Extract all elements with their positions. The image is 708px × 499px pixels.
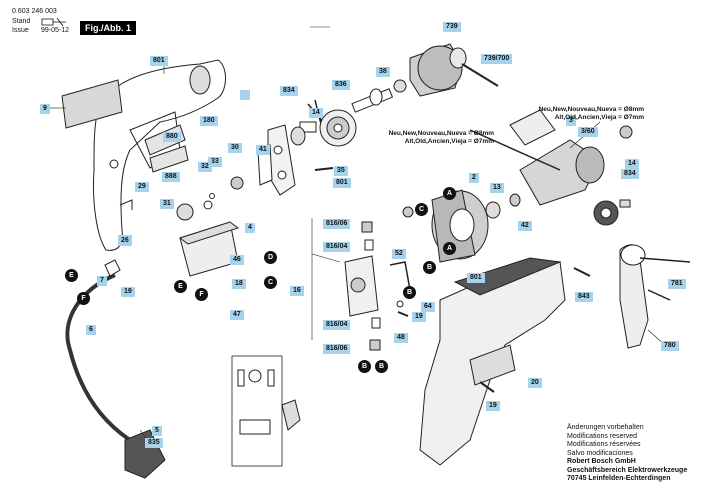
- footer-line: Salvo modificaciones: [567, 449, 633, 457]
- part-label: 47: [230, 310, 244, 320]
- part-label: 33: [208, 157, 222, 167]
- part-label: 3/60: [578, 127, 598, 137]
- part-label: 2: [469, 173, 479, 183]
- part-label: 18: [232, 279, 246, 289]
- part-label: 46: [230, 255, 244, 265]
- footer-notice: Änderungen vorbehalten Modifications res…: [567, 424, 687, 484]
- connector-callout: E: [174, 280, 187, 293]
- connector-callout: C: [264, 276, 277, 289]
- housing-shell: [93, 59, 226, 251]
- part-label: 739/700: [481, 54, 513, 64]
- part-label: 834: [621, 169, 639, 179]
- connector-callout: B: [375, 360, 388, 373]
- part-label: 180: [200, 116, 218, 126]
- part-label: 30: [228, 143, 242, 153]
- part-label: 836: [332, 80, 350, 90]
- connector-callout: C: [415, 203, 428, 216]
- issue-label: Issue: [12, 27, 29, 34]
- part-label: 801: [467, 273, 485, 283]
- part-label: 31: [160, 199, 174, 209]
- part-label: 14: [625, 159, 639, 169]
- part-label: 52: [392, 249, 406, 259]
- footer-division: Geschäftsbereich Elektrowerkzeuge: [567, 466, 688, 474]
- footer-company: Robert Bosch GmbH: [567, 458, 636, 465]
- part-label: 19: [121, 287, 135, 297]
- part-label: 64: [421, 302, 435, 312]
- doc-number: 0 603 246 003: [12, 8, 57, 15]
- issue-date: 99-05-12: [41, 27, 70, 34]
- part-label: 888: [162, 172, 180, 182]
- connector-callout: A: [443, 187, 456, 200]
- connector-callout: E: [65, 269, 78, 282]
- figure-label: Fig./Abb. 1: [80, 21, 136, 35]
- part-label: 5: [152, 426, 162, 436]
- part-label: 16: [290, 286, 304, 296]
- power-cord: [65, 273, 132, 442]
- footer-address: 70745 Leinfelden-Echterdingen: [567, 475, 671, 482]
- part-label: 14: [309, 108, 323, 118]
- part-label: 816/06: [323, 344, 351, 354]
- part-label: 32: [198, 162, 212, 172]
- version-note-new: Neu,New,Nouveau,Nueva = Ø8mm: [538, 106, 644, 113]
- part-label: 26: [118, 236, 132, 246]
- part-label: 42: [518, 221, 532, 231]
- footer-line: Modifications réservées: [567, 441, 641, 448]
- footer-line: Änderungen vorbehalten: [567, 424, 644, 431]
- part-label: 816/04: [323, 242, 351, 252]
- part-label: 801: [333, 178, 351, 188]
- part-label: 739: [443, 22, 461, 32]
- part-label: 816/06: [323, 219, 351, 229]
- part-label: 801: [150, 56, 168, 66]
- part-label: 7: [97, 276, 107, 286]
- connector-callout: A: [443, 242, 456, 255]
- version-note-new: Neu,New,Nouveau,Nueva = Ø8mm: [388, 130, 494, 137]
- stand-label: Stand: [12, 18, 31, 25]
- part-label: 19: [412, 312, 426, 322]
- label-plate: [61, 79, 123, 129]
- part-label: 835: [145, 438, 163, 448]
- connector-callout: F: [195, 288, 208, 301]
- connector-callout: F: [77, 292, 90, 305]
- revision-mark-icon: [41, 17, 66, 27]
- part-label: 13: [490, 183, 504, 193]
- part-label: 3: [566, 116, 576, 126]
- part-label: 35: [334, 166, 348, 176]
- connector-callout: D: [264, 251, 277, 264]
- part-label: 880: [163, 132, 181, 142]
- version-note-2: Neu,New,Nouveau,Nueva = Ø8mm Alt,Old,Anc…: [350, 130, 494, 146]
- part-label: 816/04: [323, 320, 351, 330]
- version-note-1: Neu,New,Nouveau,Nueva = Ø8mm Alt,Old,Anc…: [500, 106, 644, 122]
- color-swatch: [240, 90, 250, 100]
- connector-callout: B: [358, 360, 371, 373]
- part-label: 843: [575, 292, 593, 302]
- part-label: 9: [40, 104, 50, 114]
- version-note-old: Alt,Old,Ancien,Vieja = Ø7mm: [404, 138, 494, 145]
- connector-callout: B: [403, 286, 416, 299]
- part-label: 781: [668, 279, 686, 289]
- part-label: 41: [256, 145, 270, 155]
- part-label: 780: [661, 341, 679, 351]
- connector-callout: B: [423, 261, 436, 274]
- part-label: 6: [86, 325, 96, 335]
- part-label: 834: [280, 86, 298, 96]
- part-label: 38: [376, 67, 390, 77]
- footer-line: Modifications reserved: [567, 432, 638, 440]
- part-label: 4: [245, 223, 255, 233]
- part-label: 48: [394, 333, 408, 343]
- part-label: 19: [486, 401, 500, 411]
- version-note-old: Alt,Old,Ancien,Vieja = Ø7mm: [554, 114, 644, 121]
- part-label: 20: [528, 378, 542, 388]
- part-label: 29: [135, 182, 149, 192]
